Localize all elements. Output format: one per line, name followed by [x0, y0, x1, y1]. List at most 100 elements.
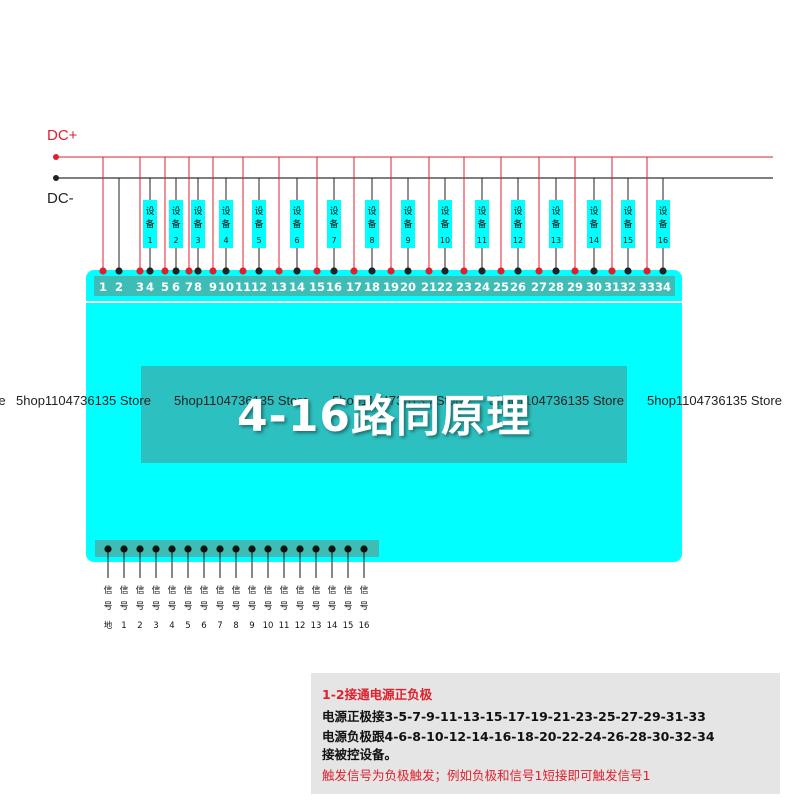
terminal-number: 16	[326, 280, 342, 294]
signal-number: 13	[311, 621, 322, 631]
dc-negative-terminal	[53, 175, 59, 181]
device-box	[475, 200, 489, 248]
terminal-number: 13	[271, 280, 287, 294]
terminal-dot	[497, 267, 505, 275]
notes-panel: 1-2接通电源正负极 电源正极接3-5-7-9-11-13-15-17-19-2…	[311, 673, 780, 794]
device-box	[511, 200, 525, 248]
device-label: 设	[193, 206, 202, 217]
terminal-number: 2	[115, 280, 123, 294]
terminal-number: 4	[146, 280, 154, 294]
signal-label: 号	[135, 601, 144, 612]
device-label: 备	[623, 218, 632, 230]
device-label: 备	[440, 218, 449, 230]
device-box	[549, 200, 563, 248]
terminal-number: 14	[289, 280, 305, 294]
terminal-number: 22	[437, 280, 453, 294]
signal-dot	[136, 545, 144, 553]
signal-number: 10	[263, 621, 274, 631]
signal-label: 号	[279, 601, 288, 612]
device-label: 备	[292, 218, 301, 230]
terminal-number: 21	[421, 280, 437, 294]
device-number: 15	[623, 236, 633, 245]
terminal-dot	[185, 267, 193, 275]
device-number: 9	[405, 236, 410, 245]
terminal-dot	[387, 267, 395, 275]
signal-label: 号	[151, 601, 160, 612]
signal-label: 号	[199, 601, 208, 612]
signal-label: 号	[231, 601, 240, 612]
terminal-number: 10	[218, 280, 234, 294]
terminal-number: 15	[309, 280, 325, 294]
device-box	[191, 200, 205, 248]
terminal-number: 30	[586, 280, 602, 294]
terminal-dot	[99, 267, 107, 275]
signal-number: 14	[327, 621, 338, 631]
signal-dot	[312, 545, 320, 553]
device-box	[438, 200, 452, 248]
watermark-text: 5hop1104736135 Store	[489, 393, 624, 408]
signal-label: 信	[103, 584, 112, 596]
signal-number: 7	[217, 621, 222, 631]
device-label: 备	[513, 218, 522, 230]
device-label: 设	[551, 206, 560, 217]
signal-label: 号	[295, 601, 304, 612]
terminal-number: 9	[209, 280, 217, 294]
terminal-number: 17	[346, 280, 362, 294]
device-number: 4	[223, 236, 228, 245]
device-box	[327, 200, 341, 248]
signal-dot	[264, 545, 272, 553]
device-label: 设	[171, 206, 180, 217]
diagram-title: 4-16路同原理	[236, 391, 532, 442]
terminal-dot	[222, 267, 230, 275]
device-label: 设	[513, 206, 522, 217]
device-number: 7	[331, 236, 336, 245]
device-label: 设	[145, 206, 154, 217]
terminal-number: 28	[548, 280, 564, 294]
device-number: 10	[440, 236, 450, 245]
device-label: 备	[589, 218, 598, 230]
signal-label: 信	[263, 584, 272, 596]
device-label: 备	[403, 218, 412, 230]
device-box	[401, 200, 415, 248]
terminal-number: 19	[383, 280, 399, 294]
terminal-number: 7	[185, 280, 193, 294]
note-device-connection: 接被控设备。	[322, 747, 398, 762]
terminal-dot	[330, 267, 338, 275]
terminal-number: 20	[400, 280, 416, 294]
signal-label: 号	[263, 601, 272, 612]
signal-label: 号	[359, 601, 368, 612]
signal-dot	[232, 545, 240, 553]
terminal-dot	[659, 267, 667, 275]
terminal-dot	[643, 267, 651, 275]
terminal-strip	[94, 276, 675, 296]
terminal-number: 12	[251, 280, 267, 294]
signal-dot	[328, 545, 336, 553]
terminal-dot	[161, 267, 169, 275]
signal-label: 号	[183, 601, 192, 612]
signal-label: 信	[279, 584, 288, 596]
signal-number: 12	[295, 621, 306, 631]
terminal-dot	[115, 267, 123, 275]
signal-number: 16	[359, 621, 370, 631]
signal-dot	[152, 545, 160, 553]
terminal-number: 27	[531, 280, 547, 294]
terminal-dot	[136, 267, 144, 275]
watermark-text: 5hop1104736135 Store	[16, 393, 151, 408]
device-label: 备	[254, 218, 263, 230]
signal-label: 信	[295, 584, 304, 596]
device-box	[656, 200, 670, 248]
device-number: 1	[147, 236, 152, 245]
device-box	[252, 200, 266, 248]
device-number: 8	[369, 236, 374, 245]
device-number: 16	[658, 236, 668, 245]
device-number: 6	[294, 236, 299, 245]
signal-label: 号	[327, 601, 336, 612]
device-box	[365, 200, 379, 248]
device-label: 设	[623, 206, 632, 217]
signal-dot	[104, 545, 112, 553]
device-number: 3	[195, 236, 200, 245]
note-positive-terminals: 电源正极接3-5-7-9-11-13-15-17-19-21-23-25-27-…	[322, 709, 706, 724]
signal-number: 5	[185, 621, 190, 631]
terminal-dot	[368, 267, 376, 275]
